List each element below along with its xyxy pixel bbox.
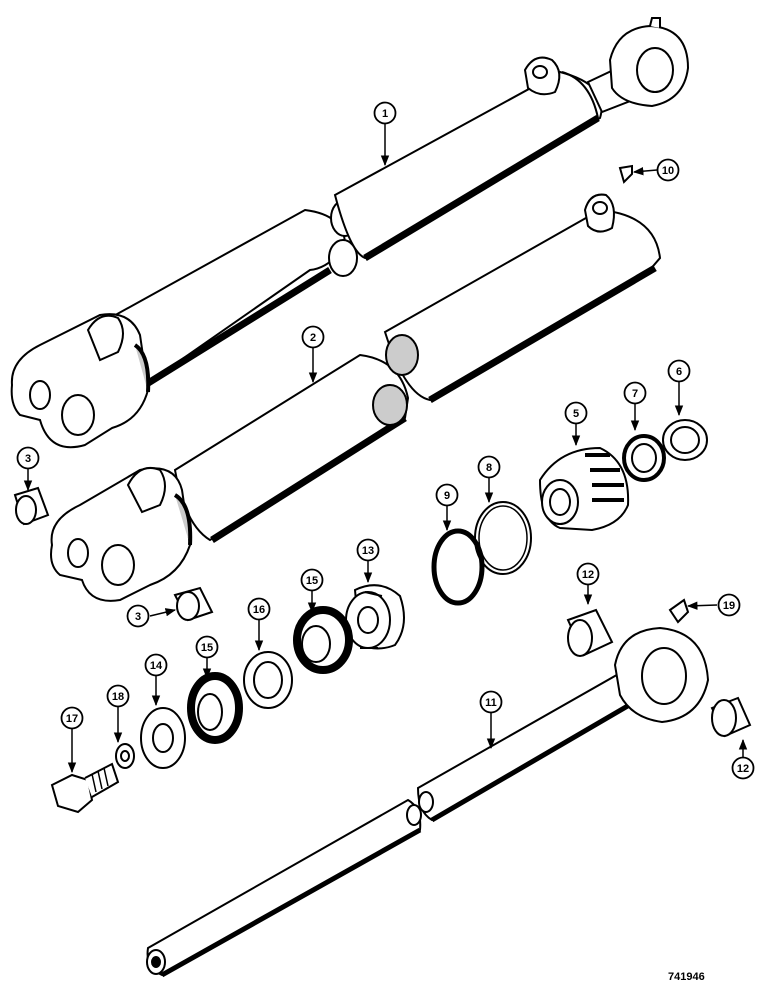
callout-circle [656,158,680,182]
bushing-part-12-upper [566,608,614,657]
grease-fitting-part-10 [618,164,633,184]
callout-c9: 9 [435,483,459,507]
leader-10 [632,166,658,176]
callout-circle [667,359,691,383]
wear-ring-part-16 [243,651,293,709]
callout-label: 10 [662,165,674,177]
callout-circle [247,597,271,621]
callout-circle [623,381,647,405]
washer-part-18 [115,743,135,769]
callout-label: 15 [201,642,213,654]
callout-label: 5 [573,408,579,420]
callout-label: 3 [25,453,31,465]
callout-label: 17 [66,713,78,725]
piston-nut-part-14 [140,707,186,769]
callout-label: 6 [676,366,682,378]
piston-seal-part-15-upper [293,606,353,674]
callout-c15a: 15 [300,568,324,592]
callout-c3b: 3 [126,604,150,628]
callout-circle [373,101,397,125]
callout-label: 19 [723,600,735,612]
callout-circle [356,538,380,562]
callout-c19: 19 [717,593,741,617]
callout-c18: 18 [106,684,130,708]
callout-c11: 11 [479,690,503,714]
callout-label: 13 [362,545,374,557]
callout-circle [60,706,84,730]
callout-c8: 8 [477,455,501,479]
leader-19 [686,601,718,610]
callout-circle [479,690,503,714]
callout-label: 15 [306,575,318,587]
callout-label: 8 [486,462,492,474]
drawing-number: 741946 [668,971,705,983]
bolt-part-17 [50,762,120,814]
piston-seal-part-15-lower [187,672,243,744]
callout-c2: 2 [301,325,325,349]
callout-circle [195,635,219,659]
callout-label: 12 [582,569,594,581]
callout-c12b: 12 [731,756,755,780]
callout-label: 3 [135,611,141,623]
callout-label: 12 [737,763,749,775]
callout-c10: 10 [656,158,680,182]
o-ring-part-9 [431,528,485,606]
cylinder-head-part-5 [538,446,630,532]
callout-c1: 1 [373,101,397,125]
callout-circle [16,446,40,470]
callout-circle [564,401,588,425]
callout-c7: 7 [623,381,647,405]
callout-c5: 5 [564,401,588,425]
callout-label: 9 [444,490,450,502]
callout-c14: 14 [144,653,168,677]
leader-3b [149,608,177,617]
callout-c12a: 12 [576,562,600,586]
callout-label: 1 [382,108,388,120]
callout-circle [717,593,741,617]
callout-c17: 17 [60,706,84,730]
callout-label: 2 [310,332,316,344]
callout-c6: 6 [667,359,691,383]
bushing-part-3-upper [13,486,50,526]
callout-circle [126,604,150,628]
wiper-ring-part-6 [662,419,708,461]
callout-circle [301,325,325,349]
callout-label: 18 [112,691,124,703]
callout-label: 16 [253,604,265,616]
callout-label: 11 [485,697,497,709]
callout-circle [300,568,324,592]
callout-circle [144,653,168,677]
callout-c16: 16 [247,597,271,621]
leader-lines [23,124,748,774]
bushing-part-3-lower [173,586,214,622]
seal-ring-part-7 [622,434,666,482]
callout-c3a: 3 [16,446,40,470]
bushing-part-12-lower [710,696,752,738]
rod-part-11 [146,626,710,978]
callout-circle [576,562,600,586]
callout-label: 14 [150,660,163,672]
callout-label: 7 [632,388,638,400]
barrel-part-2 [50,193,662,602]
callout-c15b: 15 [195,635,219,659]
grease-fitting-part-19 [668,598,690,624]
cylinder-assembly-part-1 [10,17,690,449]
callout-circle [106,684,130,708]
callout-circle [731,756,755,780]
callout-c13: 13 [356,538,380,562]
piston-part-13 [345,584,405,650]
callout-circle [477,455,501,479]
callout-circle [435,483,459,507]
